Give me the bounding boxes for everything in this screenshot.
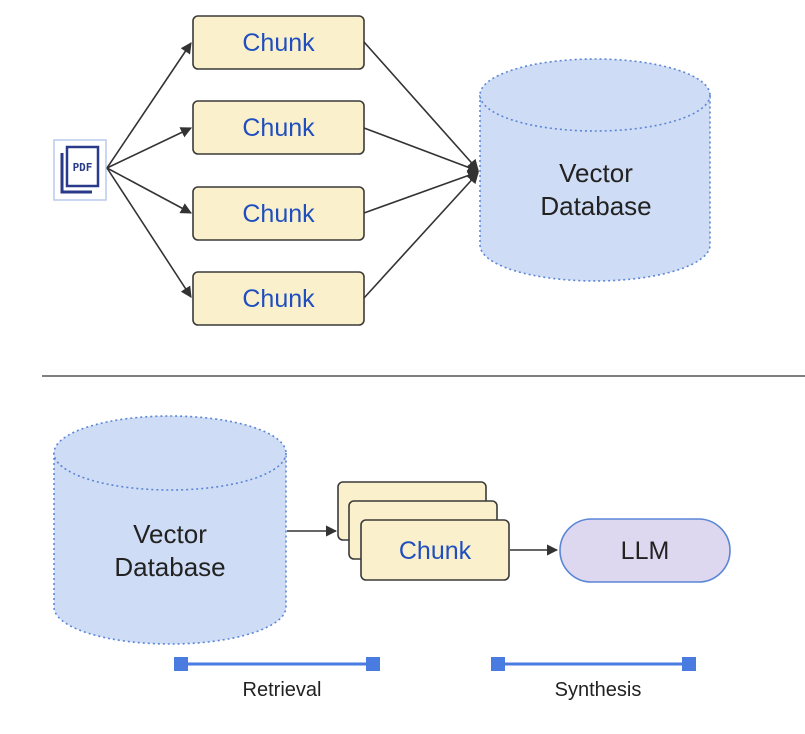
- database-label-line2: Database: [540, 191, 651, 221]
- retrieved-chunk-stack: Chunk: [337, 481, 510, 581]
- retrieval-phase-bar: [174, 657, 380, 671]
- retrieval-label: Retrieval: [243, 679, 322, 701]
- chunk-label: Chunk: [242, 200, 315, 228]
- database-label-line1: Vector: [133, 519, 207, 549]
- database-label-line2: Database: [114, 552, 225, 582]
- pdf-document-icon: PDF: [53, 139, 107, 201]
- pdf-label: PDF: [73, 161, 93, 174]
- llm-label: LLM: [621, 537, 670, 565]
- pdf-to-chunk-arrows: [106, 42, 193, 298]
- chunk-to-database-arrows: [363, 41, 480, 299]
- arrow-pdf-to-chunk-4: [106, 167, 192, 298]
- synthesis-phase-bar: [491, 657, 696, 671]
- ingestion-chunk-3: Chunk: [192, 186, 365, 241]
- arrow-pdf-to-chunk-3: [106, 167, 192, 214]
- chunk-label: Chunk: [242, 285, 315, 313]
- llm-node: LLM: [559, 518, 731, 583]
- vector-database-cylinder-ingestion: Vector Database: [479, 58, 711, 282]
- chunk-label: Chunk: [399, 537, 472, 565]
- arrow-pdf-to-chunk-2: [106, 127, 193, 169]
- arrow-chunk-3-to-database: [363, 170, 480, 214]
- arrow-pdf-to-chunk-1: [106, 42, 192, 169]
- chunk-label: Chunk: [242, 29, 315, 57]
- synthesis-label: Synthesis: [555, 679, 642, 701]
- ingestion-chunk-4: Chunk: [192, 271, 365, 326]
- arrow-chunk-1-to-database: [363, 41, 479, 171]
- arrow-chunk-4-to-database: [363, 172, 479, 299]
- arrow-chunk-2-to-database: [363, 127, 480, 173]
- ingestion-chunk-1: Chunk: [192, 15, 365, 70]
- database-label-line1: Vector: [559, 158, 633, 188]
- chunk-label: Chunk: [242, 114, 315, 142]
- retrieved-chunk-front: [360, 519, 510, 581]
- ingestion-chunk-2: Chunk: [192, 100, 365, 155]
- vector-database-cylinder-query: Vector Database: [53, 415, 287, 645]
